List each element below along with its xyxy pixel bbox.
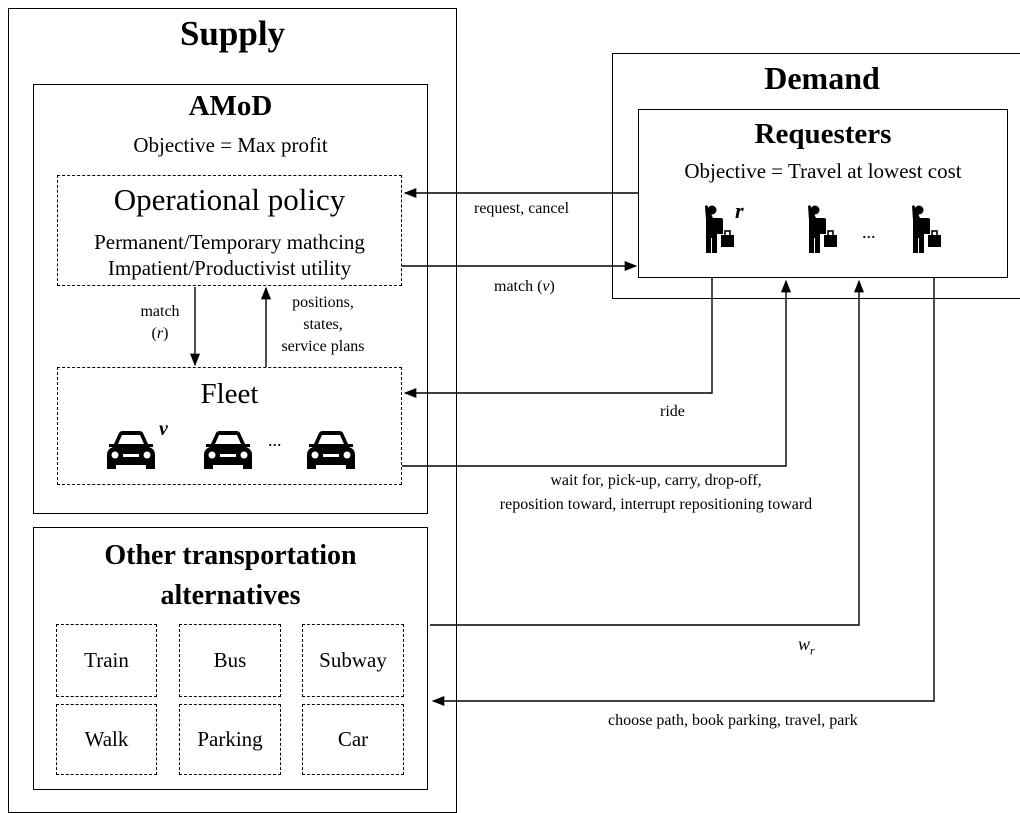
operational-policy-box (57, 175, 402, 286)
mode-car-label: Car (337, 727, 369, 751)
label-w-sub: r (810, 643, 815, 658)
policy-line1: Permanent/Temporary mathcing (94, 230, 365, 254)
requesters-ellipsis: ... (862, 222, 876, 242)
fleet-ellipsis: ... (268, 430, 282, 450)
label-fleet-actions-1: wait for, pick-up, carry, drop-off, (550, 472, 762, 489)
mode-train (56, 624, 157, 697)
mode-parking-label: Parking (197, 727, 263, 751)
fleet-box (57, 367, 402, 485)
amod-title: AMoD (188, 90, 273, 122)
label-w: w (798, 634, 811, 654)
requesters-box (638, 109, 1008, 278)
car-icon (307, 431, 355, 469)
vehicle-label-v: v (159, 418, 168, 440)
alternatives-title-1: Other transportation (104, 540, 357, 571)
car-icon (107, 431, 155, 469)
label-ride: ride (660, 403, 685, 420)
policy-line2: Impatient/Productivist utility (107, 256, 352, 280)
requesters-title: Requesters (754, 118, 892, 150)
arrow-choose-path (431, 278, 935, 707)
label-choose-path: choose path, book parking, travel, park (608, 712, 858, 729)
arrow-w-r (430, 279, 865, 626)
mode-walk (56, 704, 157, 775)
traveler-icon (912, 205, 941, 253)
requesters-objective: Objective = Travel at lowest cost (684, 159, 962, 183)
arrow-ride (403, 278, 713, 399)
fleet-title: Fleet (200, 378, 259, 410)
label-fleet-actions-2: reposition toward, interrupt repositioni… (499, 496, 813, 513)
mode-walk-label: Walk (84, 727, 129, 751)
label-positions: positions, (292, 294, 354, 311)
mode-parking (179, 704, 281, 775)
mode-bus-label: Bus (213, 648, 247, 672)
requester-label-r: r (735, 198, 744, 223)
policy-title: Operational policy (113, 182, 346, 217)
alternatives-title-2: alternatives (160, 580, 301, 611)
label-request-cancel: request, cancel (474, 200, 570, 217)
amod-objective: Objective = Max profit (133, 133, 328, 157)
traveler-icon (705, 205, 734, 253)
supply-title: Supply (179, 14, 286, 53)
arrow-fleet-actions (402, 279, 792, 467)
label-service-plans: service plans (281, 338, 365, 355)
mode-subway-label: Subway (319, 648, 387, 672)
mode-bus (179, 624, 281, 697)
alternatives-panel (33, 527, 428, 790)
label-match-r-2: (vr) (151, 325, 169, 342)
mode-car (302, 704, 404, 775)
traveler-icon (808, 205, 837, 253)
demand-title: Demand (764, 60, 880, 96)
demand-panel (612, 53, 1020, 299)
label-states: states, (303, 316, 343, 333)
amod-panel (33, 84, 428, 514)
label-w-r: wr (798, 634, 815, 659)
mode-train-label: Train (84, 648, 129, 672)
mode-subway (302, 624, 404, 697)
label-match-v: match (v) (494, 278, 555, 295)
car-icon (204, 431, 252, 469)
label-match-r-1: match (140, 303, 180, 320)
